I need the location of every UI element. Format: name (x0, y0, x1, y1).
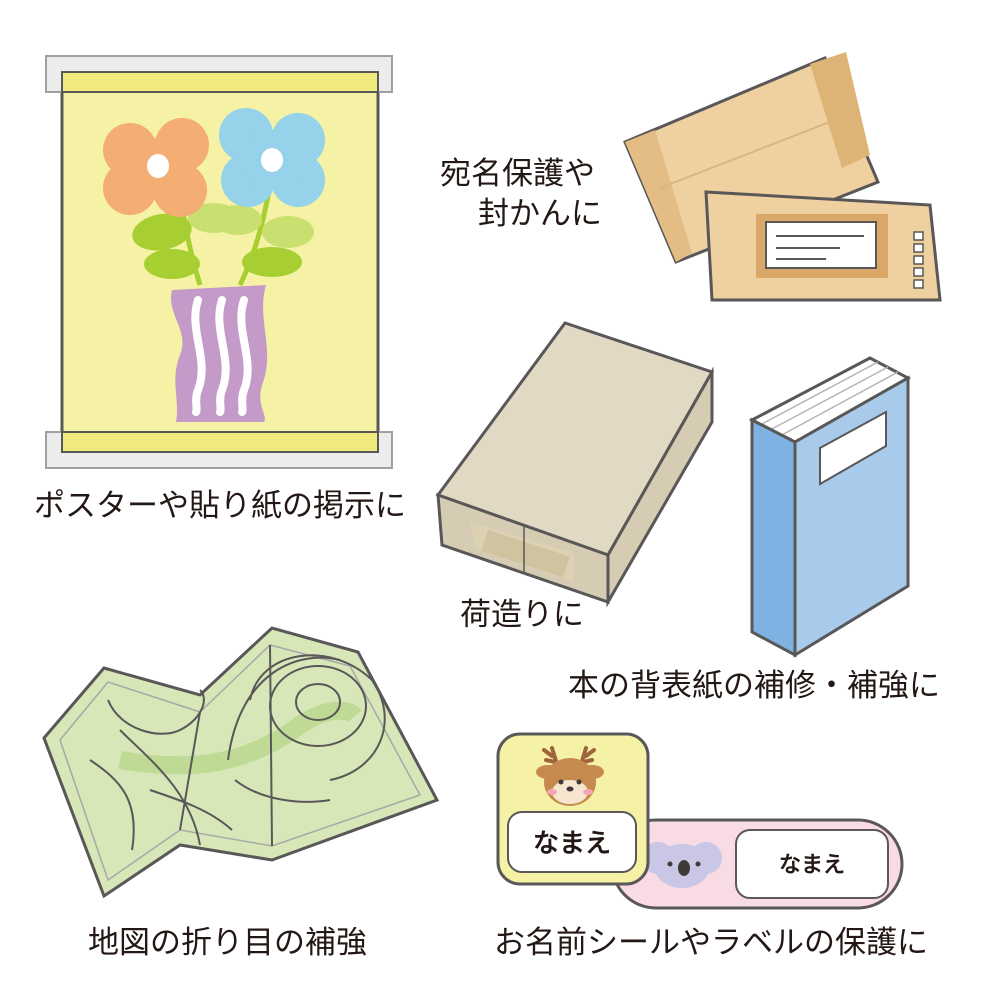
deer-sticker (496, 732, 650, 886)
name-sticker-caption: お名前シールやラベルの保護に (494, 925, 928, 961)
package-tape (481, 530, 570, 578)
orange-flower (103, 118, 209, 217)
book-label (819, 410, 887, 486)
postal-code-boxes (913, 231, 924, 289)
map-illustration (42, 626, 440, 899)
deer-sticker-name: なまえ (533, 829, 611, 859)
envelope-caption-line1: 宛名保護や (440, 156, 595, 192)
book-caption: 本の背表紙の補修・補強に (568, 668, 940, 704)
package-caption: 荷造りに (460, 597, 584, 633)
poster-illustration (45, 55, 393, 469)
map-caption: 地図の折り目の補強 (88, 925, 367, 961)
blue-flower (219, 108, 325, 207)
koala-icon (642, 842, 722, 888)
envelope-caption-line2: 封かんに (478, 196, 602, 232)
deer-icon (536, 746, 604, 806)
address-window (765, 221, 877, 269)
koala-sticker-name: なまえ (779, 853, 845, 878)
package-illustration (435, 321, 715, 608)
top-tape-yellow (61, 71, 379, 93)
map-contours (89, 644, 386, 851)
poster-caption: ポスターや貼り紙の掲示に (34, 488, 406, 524)
envelope-illustration (623, 52, 942, 302)
vase (171, 285, 268, 422)
koala-sticker (610, 818, 904, 910)
bottom-tape-yellow (61, 431, 379, 453)
book-illustration (748, 356, 912, 658)
